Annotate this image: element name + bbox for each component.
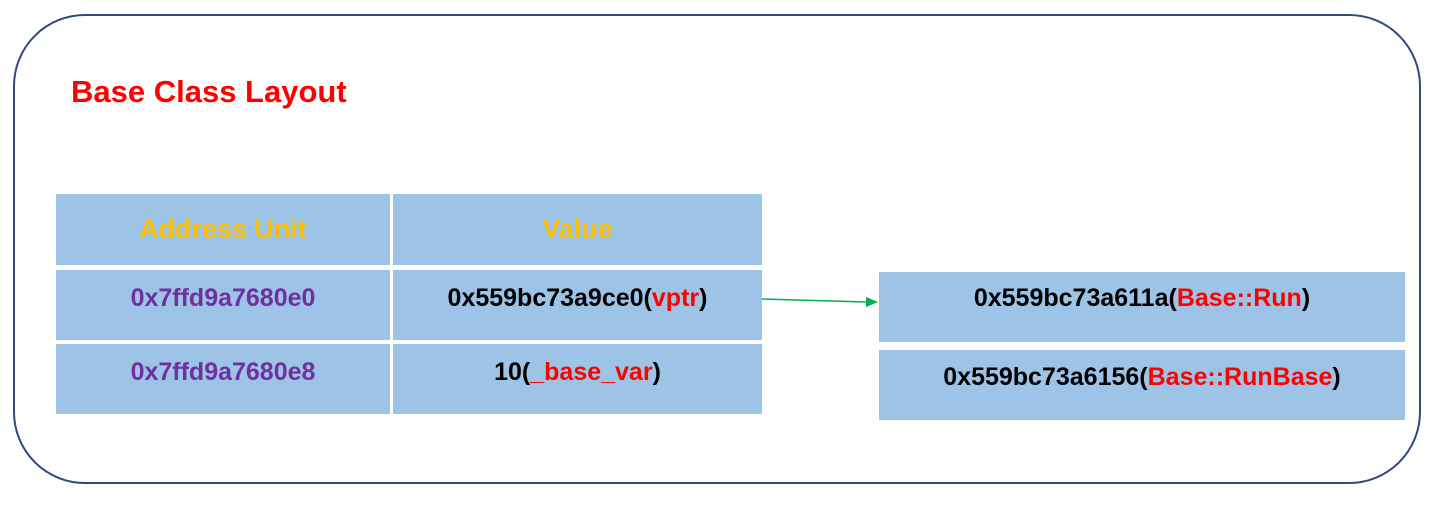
- diagram-title: Base Class Layout: [71, 74, 347, 109]
- vtable-entry-name: Base::Run: [1176, 283, 1302, 312]
- table-row-1-value: 0x559bc73a9ce0(vptr): [393, 270, 762, 340]
- table-row-2-address: 0x7ffd9a7680e8: [56, 344, 390, 414]
- vtable-entry-2: 0x559bc73a6156(Base::RunBase): [879, 350, 1405, 420]
- address-text: 0x7ffd9a7680e8: [130, 357, 316, 386]
- header-value-label: Value: [542, 214, 613, 244]
- vtable-entry-name: Base::RunBase: [1147, 362, 1333, 391]
- vtable-entry-suffix: ): [1301, 283, 1311, 312]
- value-suffix: ): [652, 357, 661, 386]
- value-name: _base_var: [530, 357, 653, 386]
- address-text: 0x7ffd9a7680e0: [130, 283, 316, 312]
- vtable-entry-address: 0x559bc73a6156(: [943, 362, 1148, 391]
- vtable-entry-address: 0x559bc73a611a(: [973, 283, 1177, 312]
- value-prefix: 0x559bc73a9ce0(: [447, 283, 652, 312]
- value-suffix: ): [699, 283, 708, 312]
- value-name: vptr: [651, 283, 700, 312]
- table-row-1-address: 0x7ffd9a7680e0: [56, 270, 390, 340]
- header-address-label: Address Unit: [138, 214, 308, 244]
- header-address-unit: Address Unit: [56, 194, 390, 265]
- vtable-entry-suffix: ): [1332, 362, 1341, 391]
- diagram-frame: [13, 14, 1421, 484]
- vtable-entry-1: 0x559bc73a611a(Base::Run): [879, 272, 1405, 342]
- value-prefix: 10(: [494, 357, 531, 386]
- header-value: Value: [393, 194, 762, 265]
- table-row-2-value: 10(_base_var): [393, 344, 762, 414]
